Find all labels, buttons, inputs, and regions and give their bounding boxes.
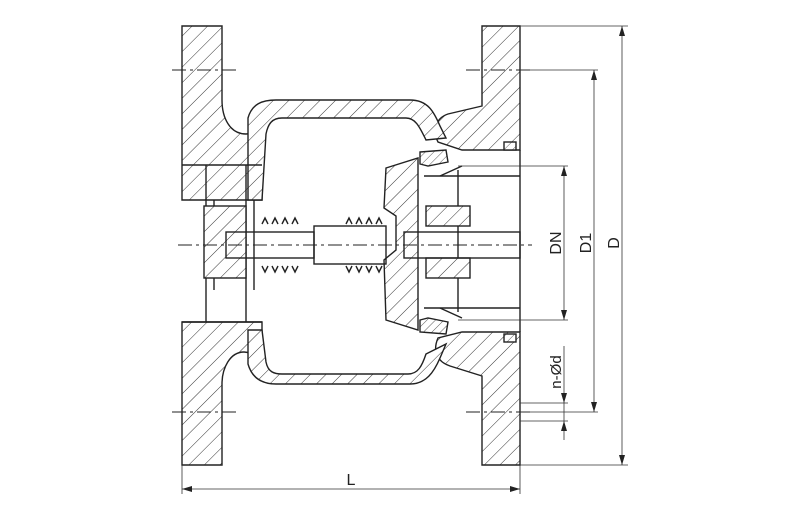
label-bolt-holes: n-Ød xyxy=(548,355,565,388)
label-d1: D1 xyxy=(578,233,595,254)
guide-bush-top xyxy=(425,205,471,227)
right-flange-bottom xyxy=(434,331,521,466)
valve-disc xyxy=(383,157,419,331)
seat-ring-bottom xyxy=(419,317,449,335)
seat-ring-top xyxy=(419,149,449,167)
label-dn: DN xyxy=(548,231,565,254)
label-length: L xyxy=(347,472,356,489)
guide-bush-bottom xyxy=(425,257,471,279)
stem-assembly xyxy=(203,205,521,279)
disc-assembly xyxy=(383,141,520,343)
valve-body xyxy=(181,25,521,466)
o-ring-top xyxy=(503,141,517,151)
right-flange-top xyxy=(434,25,521,151)
body-shell-top xyxy=(247,99,448,201)
left-guide-hub xyxy=(203,205,247,279)
o-ring-bottom xyxy=(503,333,517,343)
dimension-lines xyxy=(181,25,628,494)
spring xyxy=(261,216,383,274)
label-d: D xyxy=(606,237,623,249)
stem-middle xyxy=(313,225,387,265)
body-shell-bottom xyxy=(247,329,448,385)
